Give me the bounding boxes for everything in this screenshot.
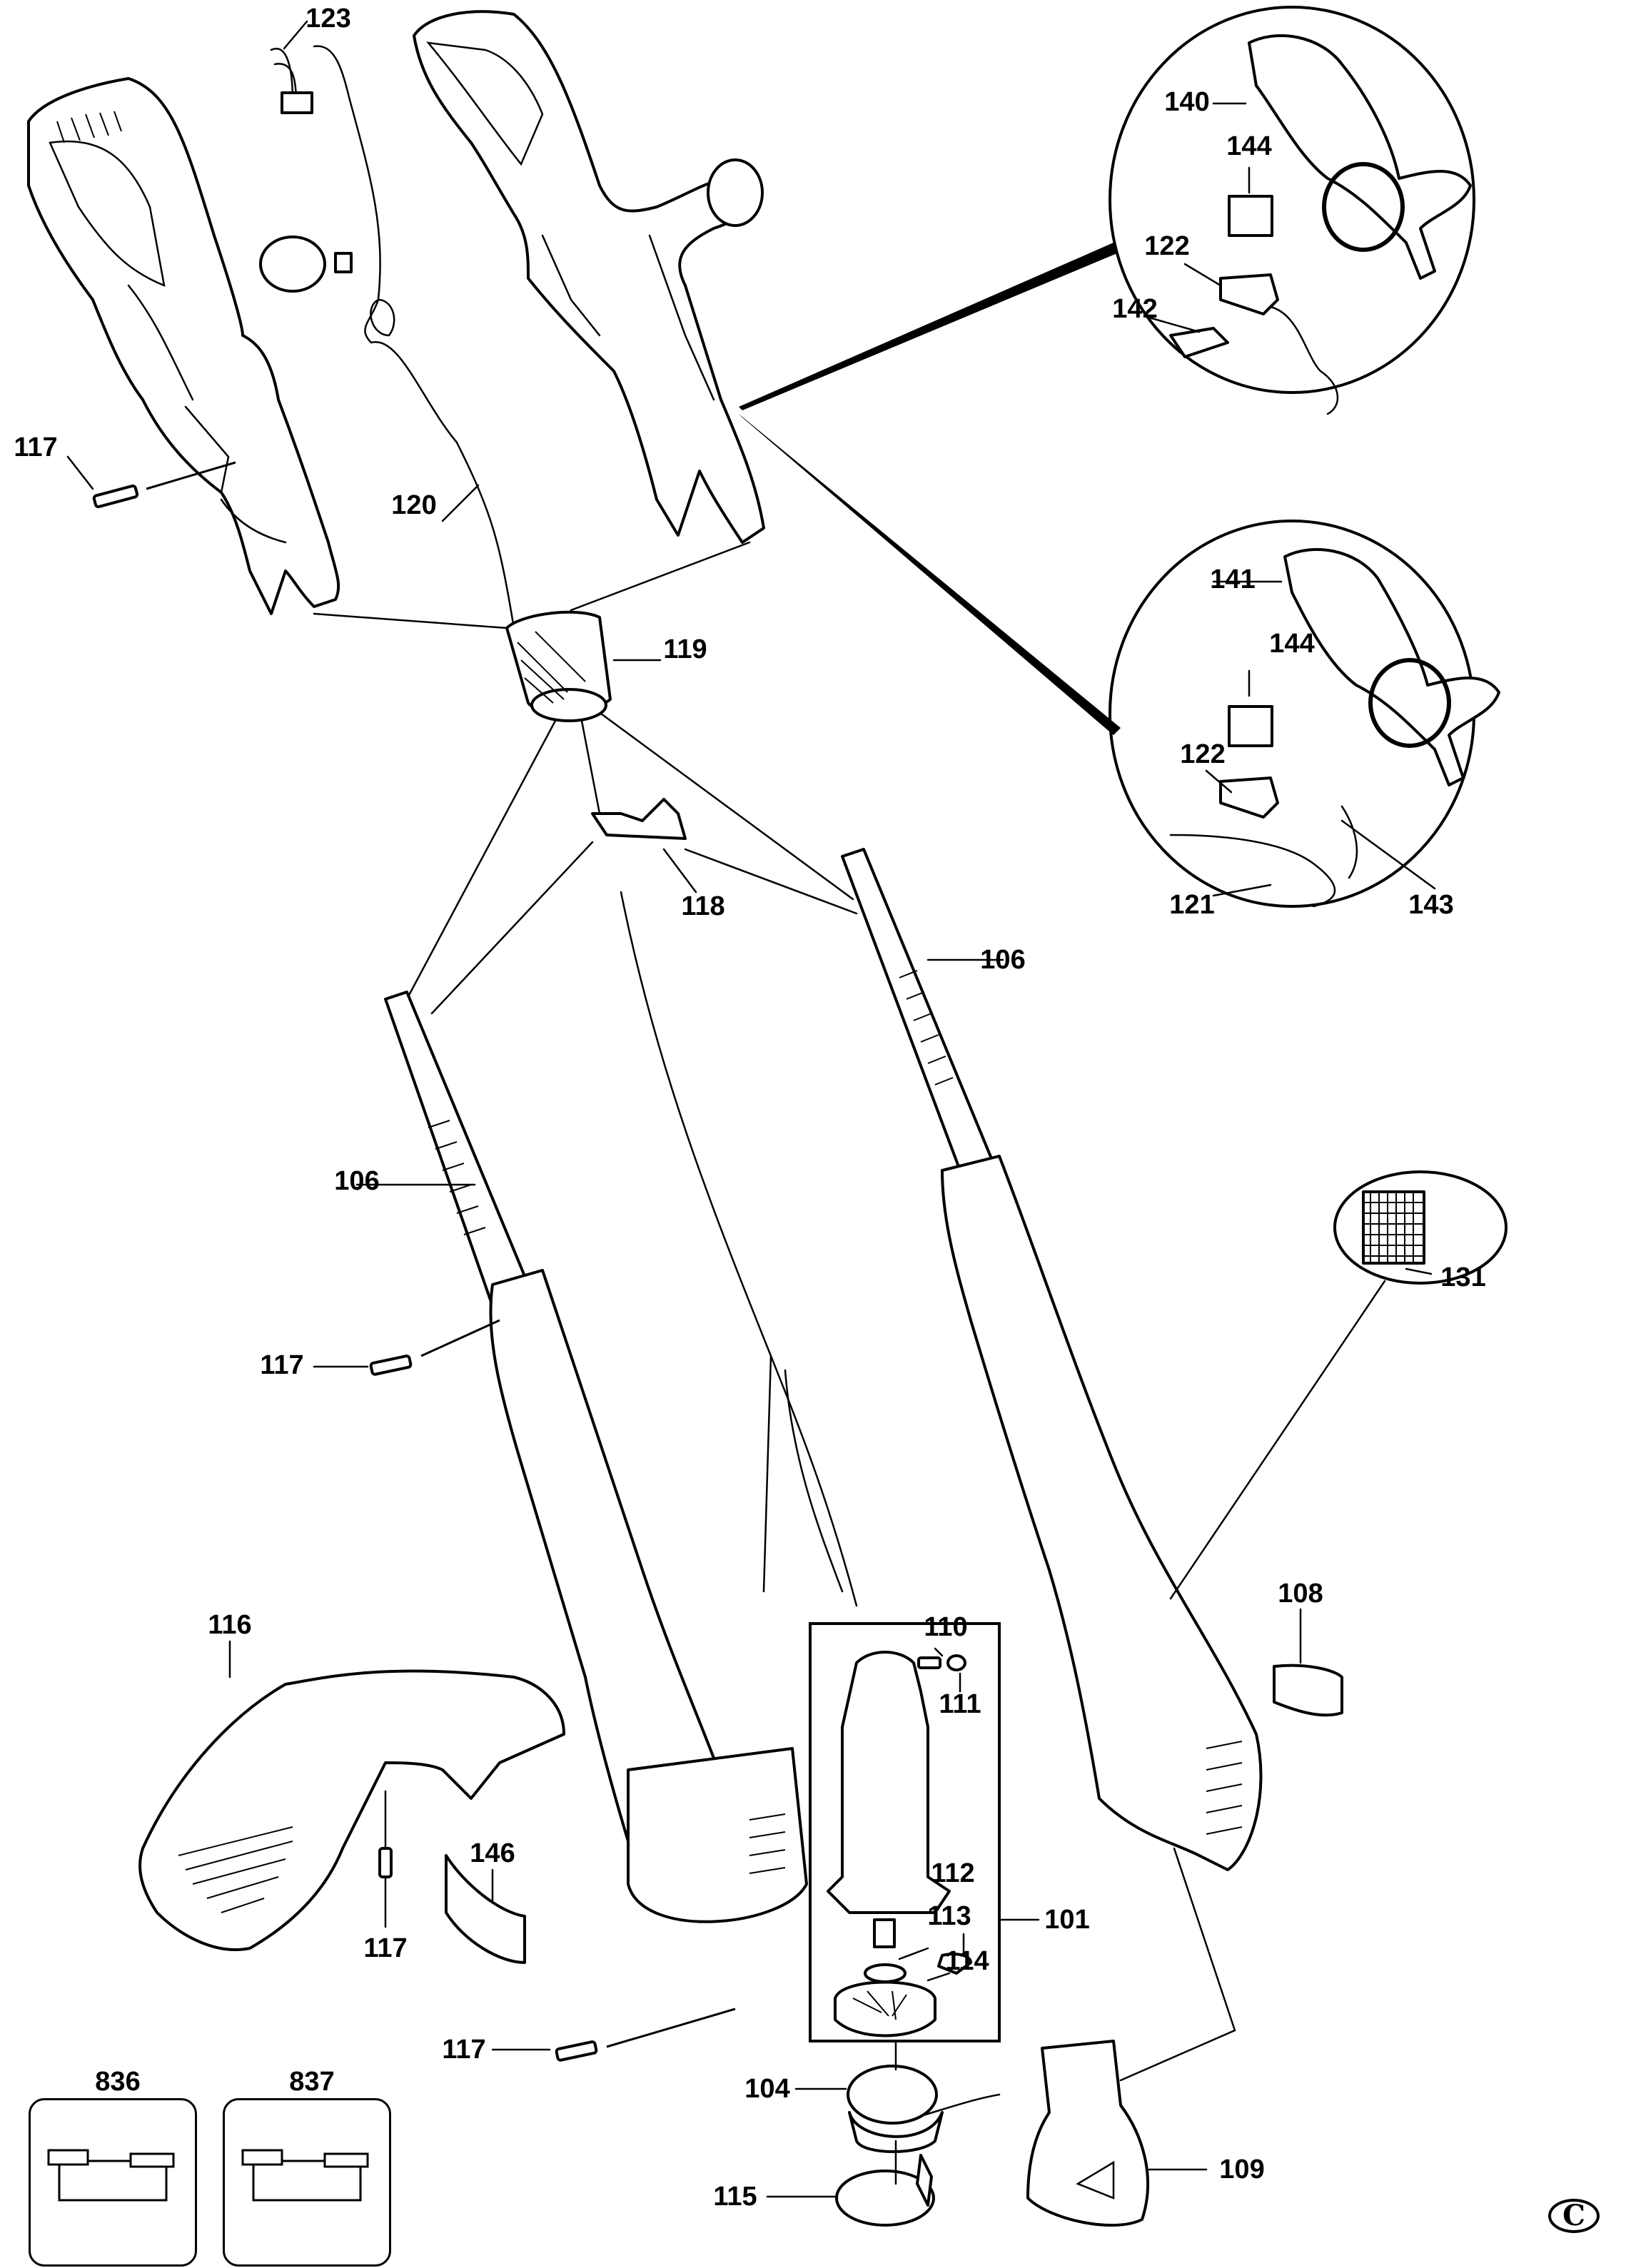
- part-label-108: 108: [1278, 1579, 1323, 1609]
- screw-117-handle: [66, 455, 236, 509]
- shaft-left-106: [355, 991, 808, 1923]
- part-label-122-top: 122: [1144, 231, 1190, 261]
- part-label-122-bottom: 122: [1180, 739, 1226, 769]
- part-label-837: 837: [289, 2067, 335, 2097]
- guard-clip-109: [1026, 1847, 1236, 2227]
- cable-120: [348, 98, 515, 629]
- connector-119: [313, 541, 751, 722]
- toolbox-icon: [241, 2149, 369, 2202]
- wire-harness-123: [270, 20, 351, 114]
- detail-leaders: [739, 243, 1121, 735]
- part-label-113: 113: [927, 1901, 971, 1931]
- kit-box-837: [223, 2098, 391, 2267]
- part-label-117-handle: 117: [14, 432, 58, 462]
- pad-108: [1273, 1608, 1343, 1717]
- part-label-144-top: 144: [1226, 131, 1272, 161]
- part-label-106-right: 106: [980, 945, 1026, 975]
- detail-circle-140: [1109, 6, 1475, 415]
- detail-circle-141: [1109, 520, 1500, 908]
- part-label-121: 121: [1169, 890, 1215, 920]
- part-label-104: 104: [744, 2074, 790, 2104]
- pad-146: [445, 1854, 526, 1964]
- screw-117-guard: [378, 1790, 393, 1928]
- part-label-101: 101: [1044, 1905, 1090, 1935]
- part-label-111: 111: [939, 1689, 981, 1719]
- cap-115: [766, 2140, 935, 2227]
- spool-104: [794, 2040, 1001, 2153]
- kit-box-836: [29, 2098, 197, 2267]
- shaft-right-106: [841, 848, 1263, 1871]
- handle-right-half: [413, 10, 765, 544]
- guard-116: [138, 1640, 565, 1951]
- part-label-140: 140: [1164, 87, 1210, 117]
- part-label-143: 143: [1408, 890, 1454, 920]
- copyright-symbol: C: [1548, 2199, 1600, 2233]
- part-label-123: 123: [305, 4, 351, 34]
- part-label-116: 116: [208, 1610, 252, 1640]
- part-label-117-shaft: 117: [260, 1350, 304, 1380]
- part-label-114: 114: [945, 1946, 989, 1976]
- handle-left-half: [27, 77, 353, 615]
- part-label-131: 131: [1440, 1262, 1486, 1292]
- part-label-119: 119: [663, 634, 707, 664]
- part-label-142: 142: [1112, 294, 1158, 324]
- part-label-141: 141: [1210, 565, 1256, 594]
- part-label-106-left: 106: [334, 1166, 380, 1196]
- screw-117-shaft: [313, 1319, 500, 1376]
- part-label-115: 115: [713, 2182, 757, 2212]
- part-label-109: 109: [1219, 2155, 1265, 2185]
- part-label-836: 836: [95, 2067, 141, 2097]
- part-label-117-bottom: 117: [442, 2035, 486, 2065]
- clip-118: [591, 798, 697, 893]
- part-label-110: 110: [924, 1612, 968, 1642]
- label-sheet-131: [1169, 1170, 1508, 1600]
- part-label-120: 120: [391, 490, 437, 520]
- part-label-144-bottom: 144: [1269, 629, 1315, 659]
- part-label-117-guard: 117: [363, 1933, 408, 1963]
- toolbox-icon: [47, 2149, 175, 2202]
- screw-117-bottom: [491, 2008, 736, 2062]
- assembly-lines: [405, 712, 858, 1607]
- part-label-118: 118: [681, 891, 725, 921]
- part-label-112: 112: [931, 1858, 975, 1888]
- motor-assembly-box-101: [809, 1622, 1040, 2042]
- part-label-146: 146: [470, 1838, 515, 1868]
